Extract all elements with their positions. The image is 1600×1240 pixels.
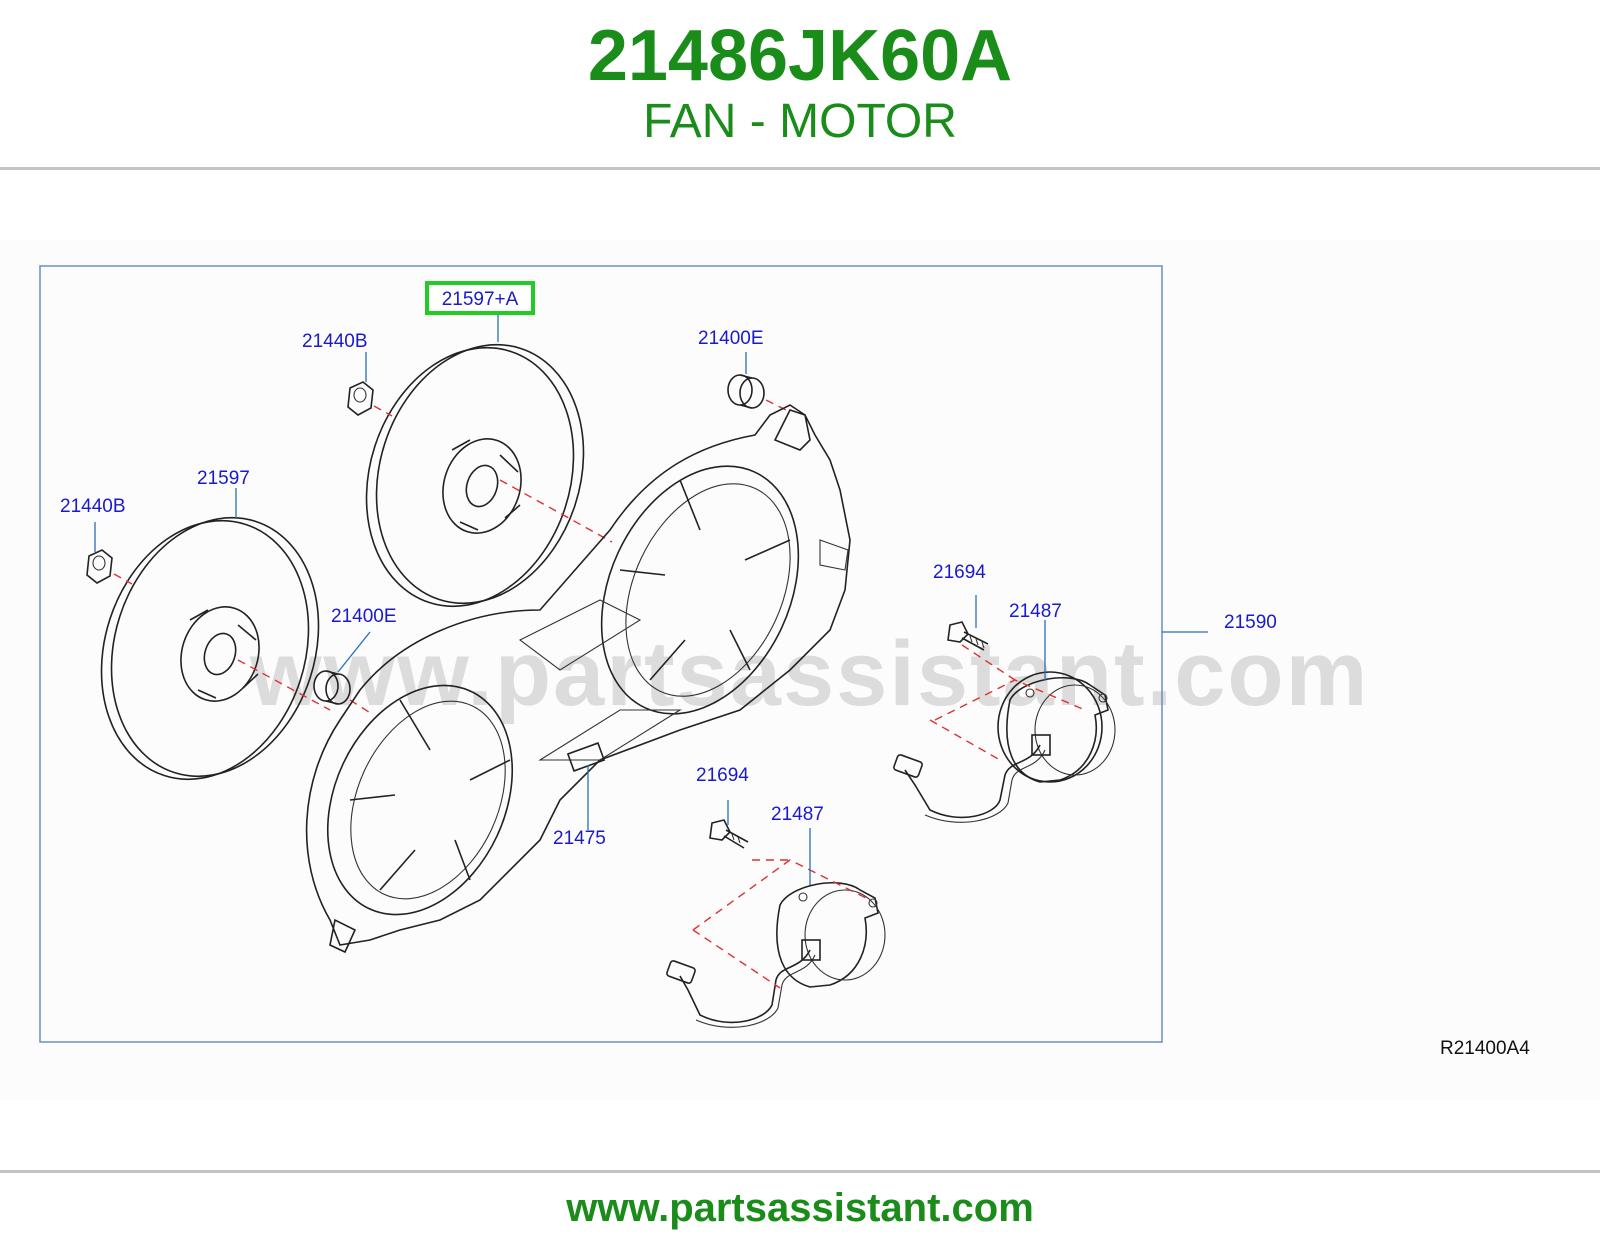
callout-21440b-left[interactable]: 21440B [60,496,126,517]
fan-left[interactable] [69,491,351,807]
watermark-text: www.partsassistant.com [249,623,1369,725]
callout-21400e-left[interactable]: 21400E [331,606,397,627]
header: 21486JK60A FAN - MOTOR [0,0,1600,168]
callout-21694-bottom[interactable]: 21694 [696,765,749,786]
bolt-bottom[interactable] [709,819,749,849]
callout-21475[interactable]: 21475 [553,828,606,849]
callout-21590[interactable]: 21590 [1224,612,1277,633]
reference-code: R21400A4 [1440,1038,1530,1059]
spacer-upper[interactable] [727,374,765,409]
bolt-right[interactable] [947,621,989,651]
washer-left[interactable] [86,549,113,584]
part-number-title: 21486JK60A [587,16,1013,96]
callout-21487-bottom[interactable]: 21487 [771,804,824,825]
callout-21400e-top[interactable]: 21400E [698,328,764,349]
diagram-svg: www.partsassistant.com [39,265,1530,1059]
motor-right[interactable] [893,671,1116,823]
callout-21597[interactable]: 21597 [197,468,250,489]
parts-diagram: www.partsassistant.com [0,240,1600,1100]
fan-upper[interactable] [334,318,616,634]
diagram-frame [39,265,1163,1043]
footer-website-link[interactable]: www.partsassistant.com [566,1186,1034,1230]
callout-21694-right[interactable]: 21694 [933,562,986,583]
part-name-subtitle: FAN - MOTOR [643,95,957,148]
callout-21597a[interactable]: 21597+A [442,289,519,310]
washer-upper[interactable] [347,381,374,416]
spacer-left[interactable] [313,670,351,705]
top-divider [0,167,1600,170]
bottom-divider [0,1170,1600,1173]
motor-bottom[interactable] [666,882,886,1028]
callout-21487-right[interactable]: 21487 [1009,601,1062,622]
highlight-box [425,281,535,315]
fan-shroud[interactable] [292,404,851,954]
callout-21440b-top[interactable]: 21440B [302,331,368,352]
